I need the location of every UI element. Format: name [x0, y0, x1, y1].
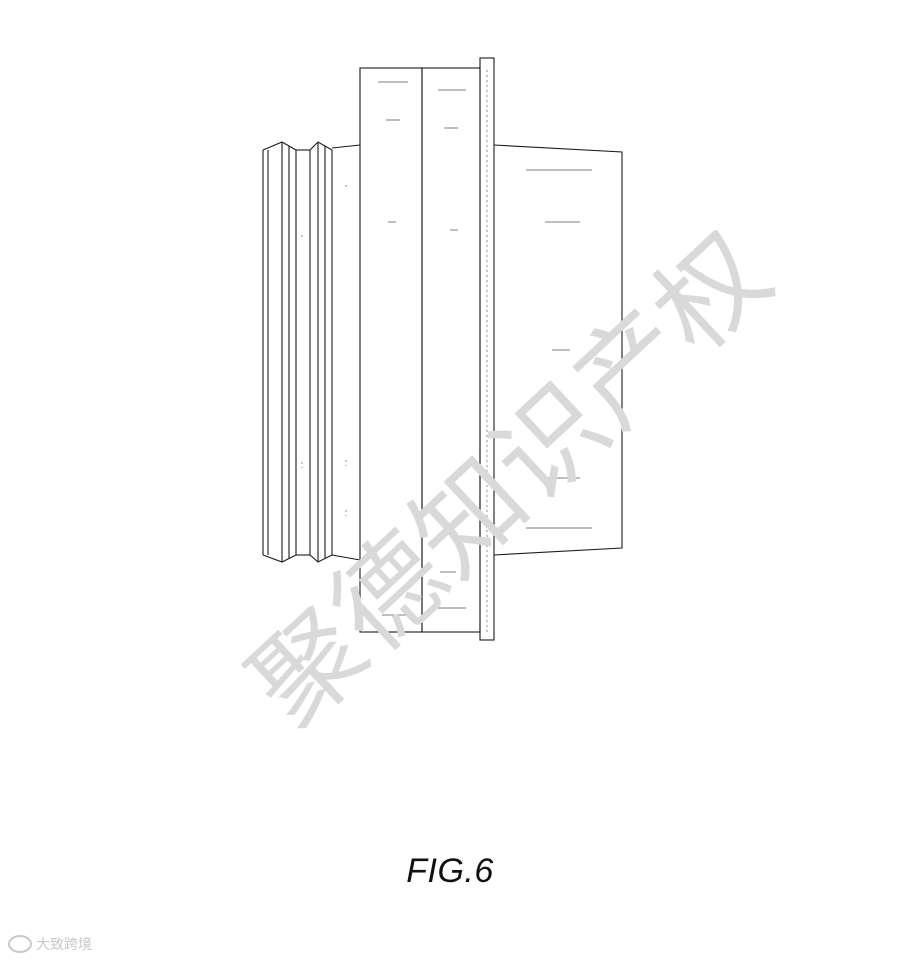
corner-mark-text: 大致跨境 [36, 937, 92, 953]
figure-label: FIG.6 [406, 852, 494, 890]
flange-plate [479, 57, 495, 641]
logo-icon [8, 935, 32, 953]
corner-mark: 大致跨境 [8, 934, 92, 954]
grooved-section [262, 141, 361, 563]
right-body [493, 144, 623, 556]
